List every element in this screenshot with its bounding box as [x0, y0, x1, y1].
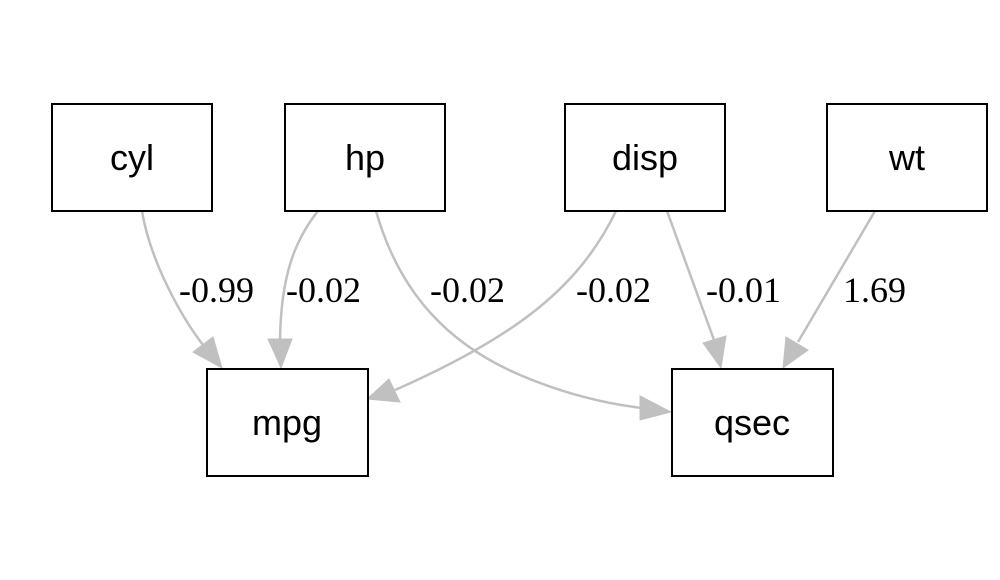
- node-mpg[interactable]: mpg: [206, 368, 369, 477]
- edge-label-hp-qsec: -0.02: [430, 270, 505, 310]
- edge-line: [374, 210, 643, 410]
- node-label: wt: [888, 137, 925, 178]
- node-wt[interactable]: wt: [826, 103, 988, 212]
- arrowhead: [267, 338, 293, 370]
- edge-label-cyl-mpg: -0.99: [179, 270, 254, 310]
- node-box: [671, 368, 834, 477]
- edge-label-disp-mpg: -0.02: [576, 270, 651, 310]
- edge-label-hp-mpg: -0.02: [286, 270, 361, 310]
- node-label: hp: [345, 137, 385, 178]
- edge-disp-mpg: [365, 210, 618, 403]
- node-cyl[interactable]: cyl: [51, 103, 213, 212]
- node-box: [284, 103, 446, 212]
- arrowhead: [192, 336, 223, 370]
- node-qsec[interactable]: qsec: [671, 368, 834, 477]
- node-box: [51, 103, 213, 212]
- edge-label-wt-qsec: 1.69: [843, 270, 906, 310]
- node-disp[interactable]: disp: [564, 103, 726, 212]
- edge-line: [278, 210, 319, 341]
- arrowhead: [782, 336, 809, 370]
- node-label: disp: [612, 137, 678, 178]
- edge-hp-qsec: [374, 210, 673, 421]
- edge-line: [140, 210, 204, 346]
- node-label: mpg: [252, 402, 322, 443]
- edge-line: [394, 210, 618, 392]
- edge-hp-mpg: [267, 210, 319, 370]
- arrowhead: [702, 335, 727, 370]
- edge-wt-qsec: [782, 210, 877, 370]
- node-box: [826, 103, 988, 212]
- edge-cyl-mpg: [140, 210, 223, 370]
- node-box: [564, 103, 726, 212]
- node-label: cyl: [110, 137, 154, 178]
- arrowhead: [639, 395, 673, 421]
- edge-disp-qsec: [665, 210, 727, 370]
- edge-label-disp-qsec: -0.01: [706, 270, 781, 310]
- node-label: qsec: [714, 402, 790, 443]
- node-hp[interactable]: hp: [284, 103, 446, 212]
- node-box: [206, 368, 369, 477]
- edge-line: [665, 210, 716, 341]
- edge-line: [796, 210, 877, 343]
- arrowhead: [365, 378, 401, 403]
